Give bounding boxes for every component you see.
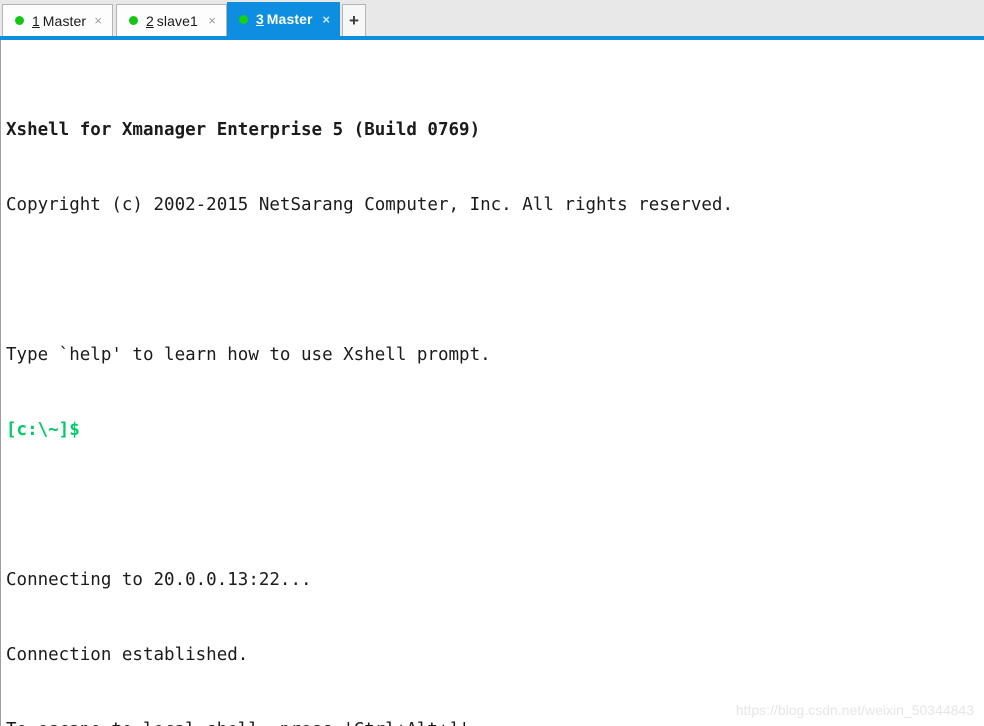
terminal-line-blank bbox=[6, 268, 807, 293]
terminal-line-blank bbox=[6, 493, 807, 518]
tab-bar: 1 Master × 2 slave1 × 3 Master × + bbox=[0, 0, 984, 36]
watermark: https://blog.csdn.net/weixin_50344843 bbox=[735, 702, 974, 718]
close-icon[interactable]: × bbox=[322, 11, 330, 27]
terminal-line-local-prompt: [c:\~]$ bbox=[6, 420, 80, 440]
terminal-screen[interactable]: Xshell for Xmanager Enterprise 5 (Build … bbox=[0, 40, 984, 726]
terminal-line-copyright: Copyright (c) 2002-2015 NetSarang Comput… bbox=[6, 195, 733, 215]
close-icon[interactable]: × bbox=[94, 13, 102, 28]
terminal-output: Xshell for Xmanager Enterprise 5 (Build … bbox=[6, 43, 807, 726]
terminal-line-connected: Connection established. bbox=[6, 645, 249, 665]
close-icon[interactable]: × bbox=[208, 13, 216, 28]
tab-status-dot-icon bbox=[15, 16, 24, 25]
tab-label: Master bbox=[266, 11, 313, 27]
terminal-line-help-hint: Type `help' to learn how to use Xshell p… bbox=[6, 345, 491, 365]
tab-1-master[interactable]: 1 Master × bbox=[2, 4, 113, 36]
tab-number: 3 bbox=[256, 11, 264, 27]
terminal-line-escape-hint: To escape to local shell, press 'Ctrl+Al… bbox=[6, 718, 807, 726]
terminal-line-banner-title: Xshell for Xmanager Enterprise 5 (Build … bbox=[6, 120, 481, 140]
tab-3-master[interactable]: 3 Master × bbox=[227, 2, 340, 36]
tab-2-slave1[interactable]: 2 slave1 × bbox=[116, 4, 227, 36]
terminal-line-connecting: Connecting to 20.0.0.13:22... bbox=[6, 570, 312, 590]
accent-bar bbox=[0, 36, 984, 40]
tab-status-dot-icon bbox=[129, 16, 138, 25]
tab-number: 2 bbox=[146, 12, 154, 29]
tab-status-dot-icon bbox=[239, 14, 248, 24]
tab-number: 1 bbox=[32, 12, 40, 29]
tab-label: Master bbox=[42, 12, 87, 29]
new-tab-button[interactable]: + bbox=[342, 4, 366, 36]
tab-label: slave1 bbox=[156, 12, 198, 29]
